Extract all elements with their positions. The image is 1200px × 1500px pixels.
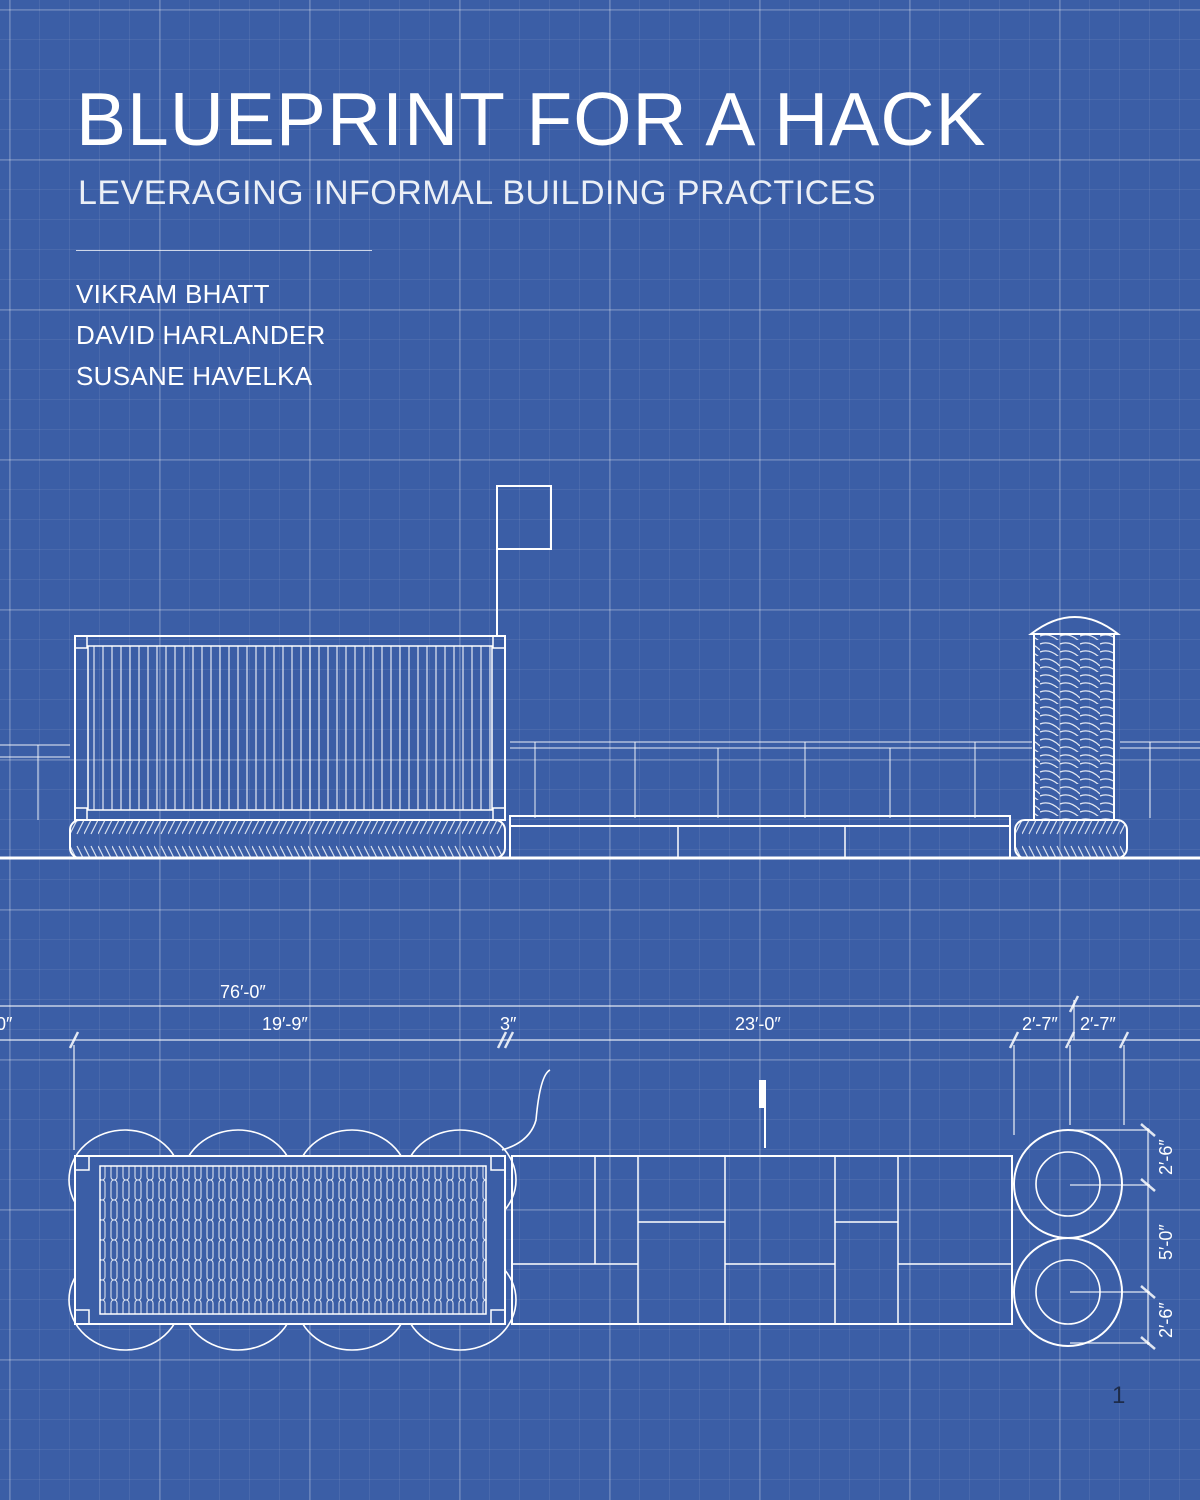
dimension-gap: 3″ bbox=[500, 1014, 517, 1034]
dimension-tire-a: 2′-7″ bbox=[1022, 1014, 1058, 1034]
plan-flag bbox=[759, 1080, 766, 1148]
dimension-lines bbox=[0, 995, 1200, 1350]
author-name: VIKRAM BHATT bbox=[76, 279, 270, 309]
fence-railing bbox=[0, 741, 1200, 820]
deck-platform bbox=[509, 815, 1011, 859]
dimension-vert-mid: 5′-0″ bbox=[1156, 1224, 1176, 1260]
plan-deck bbox=[511, 1155, 1013, 1325]
title-divider bbox=[76, 250, 372, 251]
author-list: VIKRAM BHATT DAVID HARLANDER SUSANE HAVE… bbox=[76, 274, 326, 397]
elevation-view bbox=[0, 485, 1200, 860]
author-name: DAVID HARLANDER bbox=[76, 320, 326, 350]
flag bbox=[496, 485, 552, 636]
dimension-vert-bottom: 2′-6″ bbox=[1156, 1302, 1176, 1338]
dimension-deck: 23′-0″ bbox=[735, 1014, 781, 1034]
dimension-overall: 76′-0″ bbox=[220, 982, 266, 1002]
plan-view bbox=[68, 1069, 1123, 1351]
dimension-container: 19′-9″ bbox=[262, 1014, 308, 1034]
shipping-container bbox=[74, 635, 506, 821]
tire-row bbox=[69, 819, 506, 859]
page-number: 1 bbox=[1112, 1382, 1126, 1409]
dimension-labels: 76′-0″ 0″ 19′-9″ 3″ 23′-0″ 2′-7″ 2′-7″ 2… bbox=[0, 982, 1176, 1338]
coiled-tower bbox=[1014, 616, 1128, 859]
dimension-left-edge: 0″ bbox=[0, 1014, 13, 1034]
hose-line bbox=[501, 1069, 551, 1151]
dimension-vert-top: 2′-6″ bbox=[1156, 1139, 1176, 1175]
author-name: SUSANE HAVELKA bbox=[76, 361, 313, 391]
plan-container bbox=[74, 1155, 506, 1325]
dimension-tire-b: 2′-7″ bbox=[1080, 1014, 1116, 1034]
document-title: BLUEPRINT FOR A HACK bbox=[76, 77, 987, 161]
document-subtitle: LEVERAGING INFORMAL BUILDING PRACTICES bbox=[78, 174, 876, 212]
plan-tire-stack bbox=[1013, 1129, 1123, 1347]
